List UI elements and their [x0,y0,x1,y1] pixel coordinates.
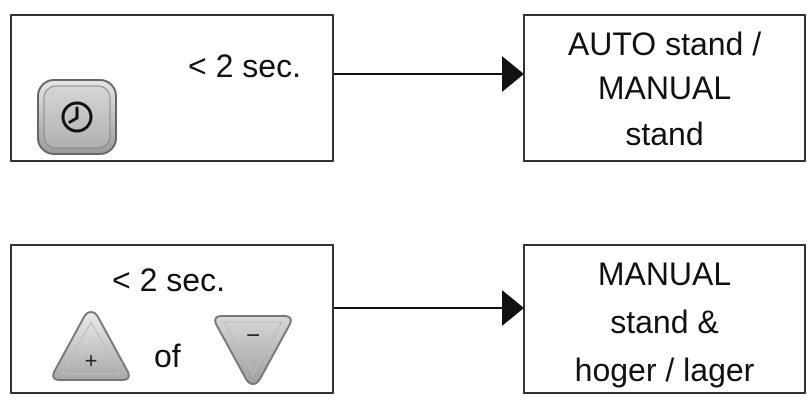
row2-result-line1: MANUAL [597,256,732,292]
row2-action-box: < 2 sec. + of − [10,244,334,394]
clock-button[interactable] [36,78,118,156]
triangle-down-icon [214,315,292,386]
row1-result-line3: stand [625,116,704,152]
row2-result-line3: hoger / lager [574,352,755,388]
minus-button[interactable]: − [212,310,294,388]
row1-action-box: < 2 sec. [10,14,334,162]
row1-result-box: AUTO stand / MANUAL stand [523,14,806,162]
clock-icon [37,79,117,155]
row2-duration-text: < 2 sec. [112,262,225,298]
plus-button[interactable]: + [50,308,132,386]
minus-symbol: − [245,322,260,349]
row1-arrow [334,56,524,92]
row2-result-line2: stand & [610,304,719,340]
row2-connector-text: of [154,338,181,374]
row1-duration-text: < 2 sec. [188,48,301,84]
row2-arrow [334,290,524,326]
row2-result-box: MANUAL stand & hoger / lager [523,244,806,394]
plus-symbol: + [84,348,98,373]
row1-result-line2: MANUAL [597,70,732,106]
triangle-up-icon [52,310,130,381]
row1-result-line1: AUTO stand / [567,26,762,62]
